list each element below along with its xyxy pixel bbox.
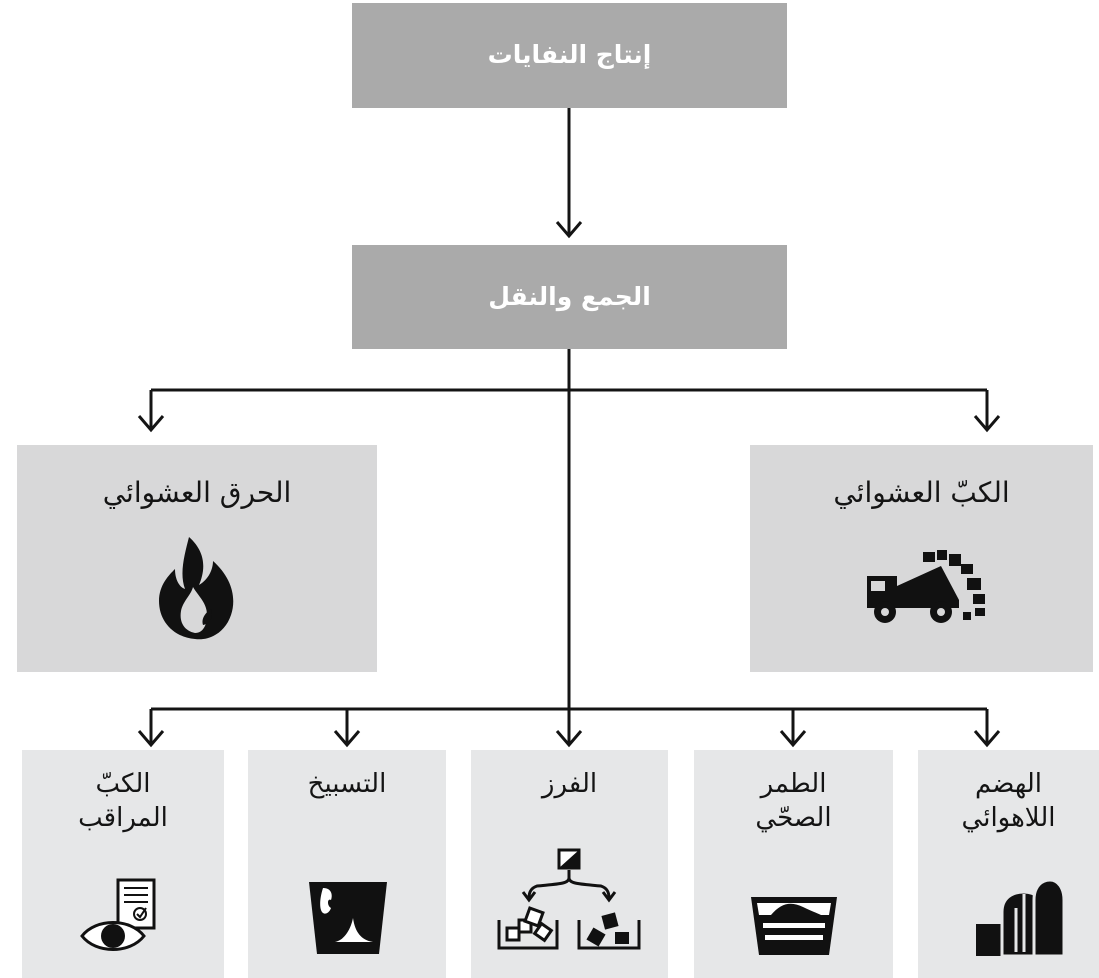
open-dumping-box: الكبّ العشوائي xyxy=(750,445,1093,672)
controlled-landfill-box: الكبّ المراقب xyxy=(22,750,224,978)
collection-transport-box: الجمع والنقل xyxy=(352,245,787,349)
open-dumping-label: الكبّ العشوائي xyxy=(833,476,1010,509)
composting-box: التسبيخ xyxy=(248,750,446,978)
sorting-bins-icon xyxy=(497,848,641,950)
dump-truck-icon xyxy=(867,550,985,623)
open-burning-box: الحرق العشوائي xyxy=(17,445,377,672)
flame-icon xyxy=(159,537,234,640)
composting-label: التسبيخ xyxy=(307,769,387,799)
collection-transport-label: الجمع والنقل xyxy=(488,281,651,311)
waste-production-box: إنتاج النفايات xyxy=(352,3,787,108)
digester-icon xyxy=(976,878,1066,958)
sorting-box: الفرز xyxy=(471,750,668,978)
landfill-pit-icon xyxy=(751,897,837,955)
eye-checklist-icon xyxy=(80,878,156,951)
sorting-label: الفرز xyxy=(541,769,598,799)
open-burning-label: الحرق العشوائي xyxy=(102,476,292,509)
sanitary-landfill-box: الطمر الصحّي xyxy=(694,750,893,978)
controlled-landfill-label: الكبّ المراقب xyxy=(78,769,168,833)
sanitary-landfill-label: الطمر الصحّي xyxy=(755,769,832,833)
waste-production-label: إنتاج النفايات xyxy=(487,40,652,70)
anaerobic-digestion-label: الهضم اللاهوائي xyxy=(961,769,1056,833)
compost-bin-icon xyxy=(309,882,387,954)
anaerobic-digestion-box: الهضم اللاهوائي xyxy=(918,750,1099,978)
